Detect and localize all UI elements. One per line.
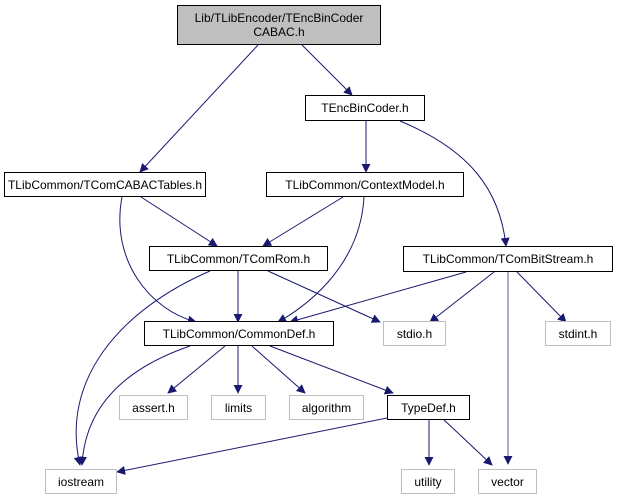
- node-tencbincoder[interactable]: TEncBinCoder.h: [305, 95, 425, 121]
- edge-commondef-typedef: [269, 345, 394, 395]
- node-stdint: stdint.h: [545, 321, 611, 346]
- root-node-tencbincodercabac: Lib/TLibEncoder/TEncBinCoder CABAC.h: [177, 5, 381, 45]
- edge-tcomrom-stdio: [267, 270, 381, 323]
- edge-commondef-assert: [167, 345, 226, 394]
- edge-tencbincoder-tcombitstream: [399, 120, 510, 247]
- edge-root-cabactables: [139, 44, 259, 173]
- node-vector: vector: [478, 469, 537, 494]
- root-node-label-line2: CABAC.h: [253, 25, 305, 39]
- edge-cabactables-tcomrom: [140, 196, 218, 247]
- edge-cabactables-commondef: [119, 196, 197, 325]
- node-stdio: stdio.h: [383, 321, 446, 346]
- node-limits: limits: [211, 395, 266, 420]
- edge-root-tencbincoder: [301, 44, 353, 96]
- edge-commondef-algorithm: [251, 345, 306, 394]
- edge-tcombitstream-stdint: [516, 271, 567, 323]
- root-node-label-line1: Lib/TLibEncoder/TEncBinCoder: [194, 11, 364, 25]
- edge-typedef-vector: [441, 417, 493, 466]
- node-algorithm: algorithm: [289, 395, 364, 420]
- node-tcomcabactables[interactable]: TLibCommon/TComCABACTables.h: [4, 172, 206, 197]
- edge-tcombitstream-stdio: [429, 271, 495, 323]
- node-commondef[interactable]: TLibCommon/CommonDef.h: [144, 321, 334, 346]
- node-tcombitstream[interactable]: TLibCommon/TComBitStream.h: [403, 246, 613, 272]
- node-utility: utility: [401, 469, 455, 494]
- node-iostream: iostream: [45, 469, 117, 494]
- edge-contextmodel-commondef: [277, 196, 365, 323]
- node-tcomrom[interactable]: TLibCommon/TComRom.h: [149, 246, 328, 271]
- edge-tcombitstream-commondef: [289, 271, 467, 325]
- node-typedef[interactable]: TypeDef.h: [387, 395, 470, 420]
- edge-typedef-iostream: [116, 417, 388, 475]
- edge-tcomrom-iostream: [73, 270, 211, 466]
- edge-contextmodel-tcomrom: [262, 196, 344, 247]
- node-contextmodel[interactable]: TLibCommon/ContextModel.h: [266, 172, 464, 197]
- node-assert: assert.h: [119, 395, 188, 420]
- edge-commondef-iostream: [77, 345, 191, 466]
